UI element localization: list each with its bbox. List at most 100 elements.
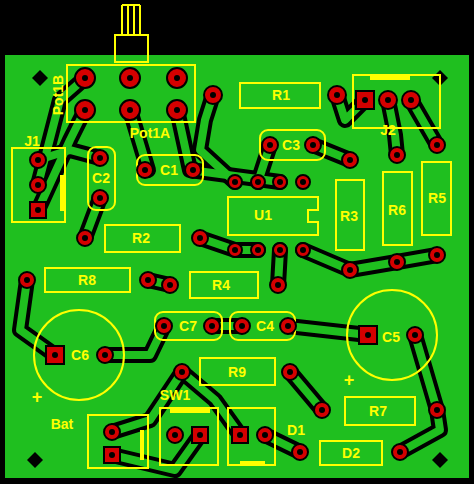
part-name: R9 [228, 365, 246, 379]
pad [97, 347, 113, 363]
drill-hole [277, 179, 283, 185]
pad [296, 175, 310, 189]
drill-hole [365, 332, 371, 338]
drill-hole [255, 179, 261, 185]
part-name: C4 [256, 319, 274, 333]
drill-hole [262, 432, 268, 438]
pad [192, 230, 208, 246]
drill-hole [102, 352, 108, 358]
drill-hole [24, 277, 30, 283]
part-name: C6 [71, 348, 89, 362]
drill-hole [97, 195, 103, 201]
pad [356, 91, 374, 109]
part-name: Pot1A [130, 126, 170, 140]
drill-hole [267, 142, 273, 148]
drill-hole [237, 432, 243, 438]
drill-hole [82, 107, 88, 113]
silkscreen [12, 5, 451, 468]
pad [77, 230, 93, 246]
part-name: C5 [382, 330, 400, 344]
pad [342, 262, 358, 278]
pad [19, 272, 35, 288]
part-name: Pot1B [51, 75, 65, 115]
pad [162, 277, 178, 293]
drill-hole [35, 207, 41, 213]
pad [140, 272, 156, 288]
pad [429, 247, 445, 263]
drill-hole [52, 352, 58, 358]
pad [192, 427, 208, 443]
drill-hole [310, 142, 316, 148]
part-name: SW1 [160, 388, 190, 402]
drill-hole [275, 282, 281, 288]
drill-hole [300, 179, 306, 185]
pad [30, 202, 46, 218]
pad [305, 137, 321, 153]
part-name: R3 [340, 209, 358, 223]
pad [228, 175, 242, 189]
part-name: C7 [179, 319, 197, 333]
pad [429, 402, 445, 418]
pad [270, 277, 286, 293]
part-name: R2 [132, 231, 150, 245]
drill-hole [434, 142, 440, 148]
part-name: R8 [78, 273, 96, 287]
drill-hole [287, 369, 293, 375]
drill-hole [142, 167, 148, 173]
drill-hole [334, 92, 340, 98]
pad [167, 68, 187, 88]
pad [232, 427, 248, 443]
pad [392, 444, 408, 460]
drill-hole [255, 247, 261, 253]
drill-hole [179, 369, 185, 375]
drill-hole [209, 323, 215, 329]
pad [251, 175, 265, 189]
drill-hole [434, 252, 440, 258]
pad [185, 162, 201, 178]
pad [262, 137, 278, 153]
pad [280, 318, 296, 334]
polarity-mark: + [32, 388, 43, 406]
pad [30, 152, 46, 168]
drill-hole [297, 449, 303, 455]
pad [204, 86, 222, 104]
part-name: R5 [428, 191, 446, 205]
part-name: R4 [212, 278, 230, 292]
part-name: C3 [282, 138, 300, 152]
drill-hole [210, 92, 216, 98]
pad [402, 91, 420, 109]
pad [75, 68, 95, 88]
drill-hole [319, 407, 325, 413]
pad [137, 162, 153, 178]
pad [46, 346, 64, 364]
part-name: C2 [92, 171, 110, 185]
drill-hole [174, 75, 180, 81]
drill-hole [232, 179, 238, 185]
pad [379, 91, 397, 109]
drill-hole [197, 235, 203, 241]
drill-hole [109, 452, 115, 458]
pad [120, 100, 140, 120]
drill-hole [35, 157, 41, 163]
drill-hole [232, 247, 238, 253]
drill-hole [347, 157, 353, 163]
pad [314, 402, 330, 418]
pad [234, 318, 250, 334]
traces [20, 78, 440, 470]
pad [429, 137, 445, 153]
drill-hole [145, 277, 151, 283]
pad [75, 100, 95, 120]
pad [92, 190, 108, 206]
pad [273, 243, 287, 257]
pad [167, 100, 187, 120]
drill-hole [82, 235, 88, 241]
pad [257, 427, 273, 443]
pad [174, 364, 190, 380]
drill-hole [385, 97, 391, 103]
drill-hole [161, 323, 167, 329]
drill-hole [394, 259, 400, 265]
drill-hole [397, 449, 403, 455]
drill-hole [412, 332, 418, 338]
drill-hole [408, 97, 414, 103]
